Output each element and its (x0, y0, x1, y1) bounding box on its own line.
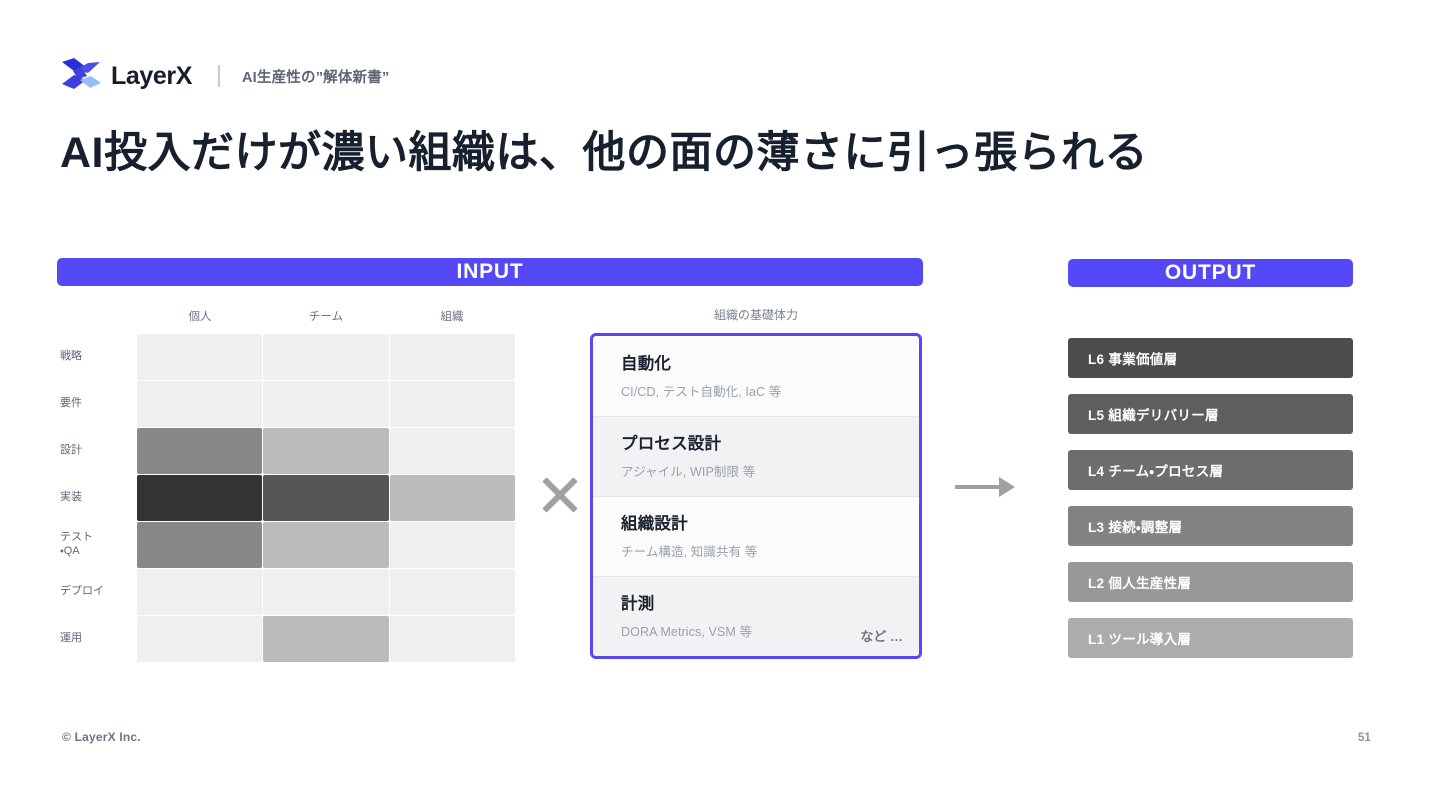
matrix-cell (263, 522, 389, 568)
matrix-row: 実装 (60, 475, 515, 521)
foundation-card-wrapper: 組織の基礎体力 自動化 CI/CD, テスト自動化, IaC 等プロセス設計アジャ… (590, 306, 922, 659)
matrix-row-cells (137, 475, 515, 521)
foundation-card-caption: 組織の基礎体力 (713, 308, 798, 322)
multiply-icon (534, 468, 586, 520)
matrix-row-cells (137, 428, 515, 474)
matrix-cell (263, 569, 389, 615)
matrix-cell (263, 381, 389, 427)
arrow-right-icon (955, 476, 1015, 498)
matrix-cell (389, 334, 515, 380)
matrix-column-header-3: 組織 (440, 311, 464, 323)
matrix-column-header-1: 個人 (188, 311, 212, 323)
matrix-row-label: 設計 (60, 444, 82, 457)
matrix-row-cells (137, 381, 515, 427)
matrix-row-cells (137, 334, 515, 380)
matrix-cell (263, 616, 389, 662)
matrix-row-label: 戦略 (60, 350, 82, 363)
copyright-label: © LayerX Inc. (62, 730, 141, 744)
matrix-cell (389, 522, 515, 568)
card-etc-label: など … (860, 629, 903, 644)
foundation-item-title: 自動化 (621, 355, 672, 373)
output-layer-label: L4 チーム・プロセス層 (1088, 464, 1224, 479)
foundation-card: 自動化 CI/CD, テスト自動化, IaC 等プロセス設計アジャイル, WIP制… (590, 333, 922, 659)
slide-header: LayerX AI生産性の”解体新書” (60, 56, 389, 96)
page-title: AI投入だけが濃い組織は、他の面の薄さに引っ張られる (60, 129, 1148, 177)
output-layer-stack: L6 事業価値層 L5 組織デリバリー層 L4 チーム・プロセス層 L3 接続・調整層… (1068, 338, 1353, 674)
matrix-row: デプロイ (60, 569, 515, 615)
foundation-item-subtitle: DORA Metrics, VSM 等 (621, 625, 753, 639)
output-layer-label: L2 個人生産性層 (1088, 576, 1192, 591)
input-section-banner: INPUT (57, 258, 923, 286)
foundation-item-subtitle: アジャイル, WIP制限 等 (621, 465, 756, 479)
matrix-row: 要件 (60, 381, 515, 427)
matrix-cell (137, 569, 263, 615)
foundation-item-title: 計測 (621, 595, 655, 613)
matrix-cell (389, 475, 515, 521)
output-layer-row: L5 組織デリバリー層 (1068, 394, 1353, 434)
matrix-cell (263, 334, 389, 380)
foundation-card-row: プロセス設計アジャイル, WIP制限 等 (593, 416, 919, 496)
matrix-row-cells (137, 569, 515, 615)
output-layer-row: L1 ツール導入層 (1068, 618, 1353, 658)
output-section-banner: OUTPUT (1068, 259, 1353, 287)
matrix-cell (137, 522, 263, 568)
layerx-x-mark-icon (60, 58, 102, 94)
matrix-row: 設計 (60, 428, 515, 474)
input-matrix: 個人 チーム 組織 戦略要件設計実装テスト・QA デプロイ運用 (60, 308, 515, 663)
matrix-cell (389, 428, 515, 474)
matrix-body: 戦略要件設計実装テスト・QA デプロイ運用 (60, 334, 515, 662)
foundation-card-row: 自動化 CI/CD, テスト自動化, IaC 等 (593, 336, 919, 416)
output-layer-label: L3 接続・調整層 (1088, 520, 1183, 535)
foundation-item-subtitle: チーム構造, 知識共有 等 (621, 545, 758, 559)
output-layer-row: L6 事業価値層 (1068, 338, 1353, 378)
output-layer-row: L3 接続・調整層 (1068, 506, 1353, 546)
matrix-cell (389, 569, 515, 615)
foundation-card-row: 計測 DORA Metrics, VSM 等 (593, 576, 919, 656)
output-layer-label: L6 事業価値層 (1088, 352, 1178, 367)
brand-wordmark: LayerX (111, 61, 192, 90)
foundation-card-row: 組織設計チーム構造, 知識共有 等 (593, 496, 919, 576)
matrix-cell (137, 334, 263, 380)
matrix-cell (389, 381, 515, 427)
matrix-row-label: デプロイ (60, 585, 104, 598)
matrix-cell (137, 475, 263, 521)
matrix-row: 戦略 (60, 334, 515, 380)
matrix-row-label: 実装 (60, 491, 82, 504)
page-number: 51 (1358, 732, 1371, 744)
matrix-column-header-2: チーム (308, 311, 344, 323)
matrix-row: 運用 (60, 616, 515, 662)
output-layer-label: L5 組織デリバリー層 (1088, 408, 1219, 423)
matrix-cell (137, 381, 263, 427)
matrix-row-label: 運用 (60, 632, 82, 645)
matrix-row-label: 要件 (60, 397, 82, 410)
output-layer-row: L4 チーム・プロセス層 (1068, 450, 1353, 490)
foundation-item-subtitle: CI/CD, テスト自動化, IaC 等 (621, 385, 782, 399)
foundation-item-title: 組織設計 (621, 515, 688, 533)
matrix-row-label: テスト・QA (60, 531, 93, 557)
matrix-row-cells (137, 616, 515, 662)
foundation-item-title: プロセス設計 (621, 435, 722, 453)
output-layer-row: L2 個人生産性層 (1068, 562, 1353, 602)
output-layer-label: L1 ツール導入層 (1088, 632, 1192, 647)
matrix-row: テスト・QA (60, 522, 515, 568)
matrix-cell (137, 428, 263, 474)
matrix-cell (137, 616, 263, 662)
matrix-column-headers: 個人 チーム 組織 (137, 308, 515, 334)
matrix-cell (263, 428, 389, 474)
matrix-cell (263, 475, 389, 521)
matrix-cell (389, 616, 515, 662)
header-subtitle: AI生産性の”解体新書” (242, 69, 390, 86)
header-divider (218, 65, 220, 87)
matrix-row-cells (137, 522, 515, 568)
